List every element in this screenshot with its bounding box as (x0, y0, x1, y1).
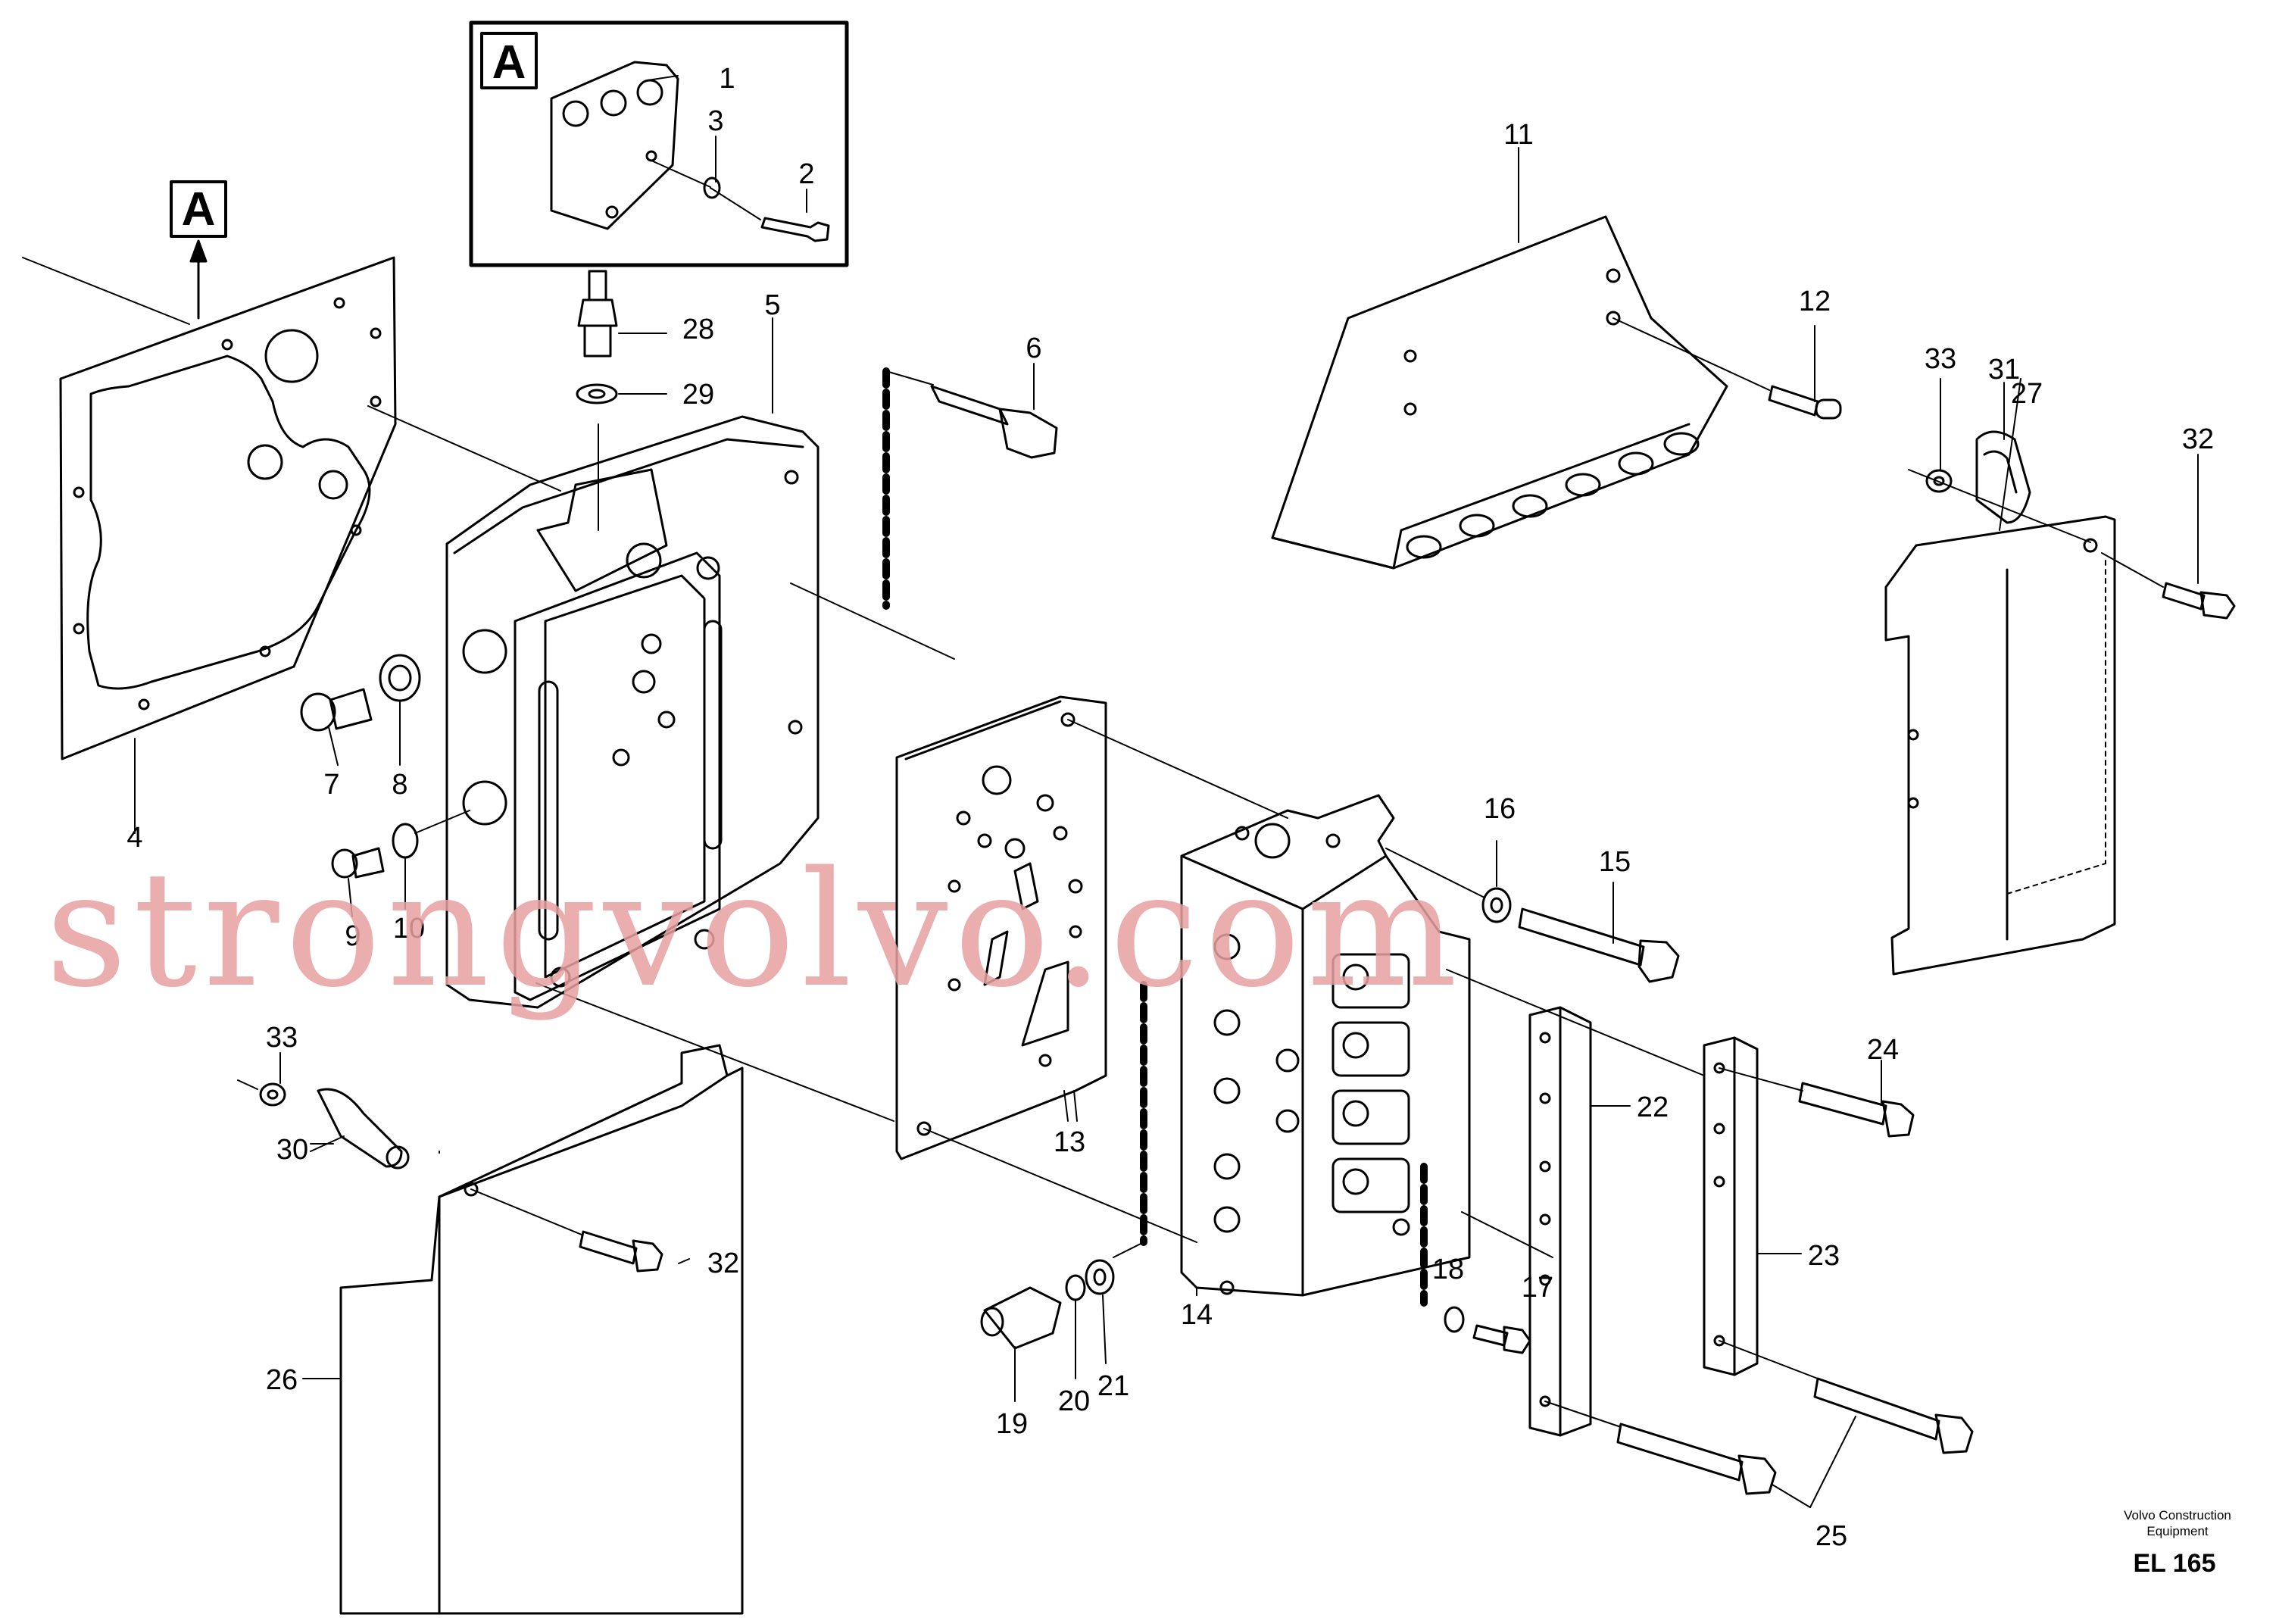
callout-19: 19 (996, 1408, 1028, 1440)
callout-7: 7 (323, 769, 339, 801)
callout-18: 18 (1432, 1254, 1464, 1285)
callout-29: 29 (682, 379, 714, 411)
plug-part-28 (579, 271, 617, 356)
washer-part-8 (380, 655, 420, 765)
callout-13: 13 (1054, 1126, 1085, 1158)
drawing-code: EL 165 (2133, 1549, 2216, 1578)
bolt-part-17 (1462, 1212, 1553, 1353)
o-ring-part-20 (1066, 1276, 1085, 1379)
washer-part-10 (393, 810, 470, 909)
callout-30: 30 (276, 1134, 308, 1166)
gasket-part-4 (23, 258, 560, 833)
callout-10: 10 (393, 913, 425, 945)
washer-part-29 (577, 385, 617, 403)
callout-28: 28 (682, 314, 714, 345)
callout-22: 22 (1637, 1092, 1669, 1123)
watermark-text: strongvolvo.com (45, 837, 1463, 1023)
callout-25: 25 (1815, 1520, 1847, 1552)
title-block: Volvo Construction Equipment (2094, 1507, 2261, 1539)
callout-3: 3 (707, 105, 723, 137)
callout-12: 12 (1799, 286, 1831, 317)
detail-a-letter-left: A (182, 183, 216, 236)
plate-part-13 (536, 697, 1288, 1242)
o-ring-part-18 (1424, 1166, 1463, 1332)
bolt-part-12 (1613, 318, 1840, 418)
bolt-part-32-upper (2102, 553, 2234, 618)
callout-31: 31 (1988, 354, 2020, 386)
bolt-part-6 (886, 371, 1057, 606)
callout-23: 23 (1808, 1240, 1840, 1272)
callout-21: 21 (1097, 1370, 1129, 1402)
valve-body-part-14 (1144, 795, 1469, 1295)
bolt-part-15 (1386, 848, 1678, 982)
callout-11: 11 (1503, 119, 1533, 151)
callout-labels: A A 1 2 3 4 5 6 7 8 9 10 11 12 13 14 15 … (126, 36, 2214, 1552)
rail-part-22 (1447, 970, 1704, 1435)
callout-33-lower: 33 (266, 1022, 298, 1054)
cover-part-26 (303, 1045, 742, 1613)
callout-33-upper: 33 (1925, 343, 1956, 375)
company-subtitle: Equipment (2146, 1524, 2209, 1538)
callout-32-upper: 32 (2182, 423, 2214, 455)
callout-14: 14 (1181, 1299, 1213, 1331)
callout-26: 26 (266, 1364, 298, 1396)
bolt-part-25 (1545, 1341, 1972, 1507)
plug-part-7 (301, 689, 371, 765)
callout-15: 15 (1599, 846, 1631, 878)
callout-17: 17 (1522, 1272, 1553, 1304)
valve-housing-part-5 (439, 318, 954, 1153)
washer-part-33-lower (238, 1080, 285, 1105)
clamp-part-31 (1977, 432, 2030, 523)
bracket-part-11 (1272, 148, 1727, 568)
callout-2: 2 (798, 158, 814, 190)
callout-1: 1 (719, 63, 735, 95)
washer-part-33-upper (1909, 470, 2090, 542)
bolt-part-24 (1719, 1060, 1913, 1136)
callout-6: 6 (1026, 333, 1041, 364)
detail-a-inset (471, 23, 847, 265)
callout-5: 5 (764, 289, 780, 321)
washer-part-21 (1086, 1242, 1144, 1363)
callout-24: 24 (1867, 1034, 1899, 1066)
company-name: Volvo Construction (2124, 1508, 2231, 1522)
callout-32-lower: 32 (707, 1248, 739, 1279)
callout-16: 16 (1484, 793, 1516, 825)
detail-a-tag (171, 182, 226, 318)
callout-4: 4 (126, 822, 142, 854)
cover-part-27 (1886, 517, 2115, 974)
callout-27: 27 (2011, 378, 2043, 410)
callout-9: 9 (345, 920, 361, 952)
callout-8: 8 (392, 769, 407, 801)
sensor-part-19 (982, 1288, 1060, 1348)
plug-part-9 (332, 848, 383, 917)
callout-20: 20 (1058, 1385, 1090, 1417)
rail-part-23 (1704, 1038, 1801, 1375)
callout-leaders (273, 76, 2198, 1401)
detail-a-letter-inset: A (492, 36, 526, 89)
washer-part-16 (1483, 841, 1510, 922)
clamp-part-30 (311, 1089, 408, 1168)
bolt-part-32-lower (471, 1189, 662, 1271)
